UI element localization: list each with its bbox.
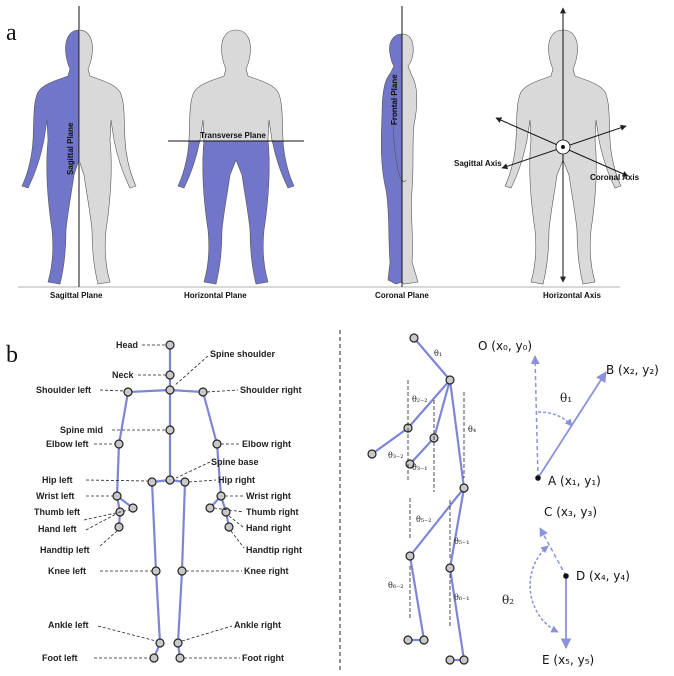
label-elbow-right: Elbow right — [242, 439, 291, 449]
label-hip-right: Hip right — [218, 475, 255, 485]
label-point-B: B (x₂, y₂) — [606, 363, 659, 377]
label-head: Head — [116, 340, 138, 350]
body-front-sagittal — [21, 6, 137, 287]
label-sagittal-plane-vertical: Sagittal Plane — [66, 122, 75, 175]
label-foot-right: Foot right — [242, 653, 284, 663]
theta-3-1-label: θ₃₋₁ — [412, 463, 427, 472]
label-handtip-left: Handtip left — [40, 545, 90, 555]
body-axes — [495, 7, 629, 285]
label-hand-right: Hand right — [246, 523, 291, 533]
label-hip-left: Hip left — [42, 475, 73, 485]
theta-1-label: θ₁ — [434, 349, 442, 358]
stick-reference-lines — [407, 380, 465, 628]
label-spine-mid: Spine mid — [60, 425, 103, 435]
label-shoulder-right: Shoulder right — [240, 385, 302, 395]
label-foot-left: Foot left — [42, 653, 78, 663]
label-spine-base: Spine base — [211, 457, 259, 467]
label-theta-2-vector: θ₂ — [502, 593, 514, 607]
label-point-E: E (x₅, y₅) — [542, 653, 594, 667]
vector-diagram-2 — [529, 527, 572, 650]
body-side-frontal — [380, 6, 419, 287]
label-handtip-right: Handtip right — [246, 545, 302, 555]
label-point-D: D (x₄, y₄) — [576, 569, 630, 583]
theta-6-1-label: θ₆₋₁ — [454, 593, 469, 602]
caption-horizontal-plane: Horizontal Plane — [184, 291, 247, 300]
label-elbow-left: Elbow left — [46, 439, 89, 449]
panel-label-b: b — [6, 342, 18, 368]
label-sagittal-axis: Sagittal Axis — [454, 159, 502, 168]
label-knee-left: Knee left — [48, 566, 86, 576]
theta-3-2-label: θ₃₋₂ — [388, 451, 403, 460]
label-point-C: C (x₃, y₃) — [544, 505, 597, 519]
label-transverse-plane: Transverse Plane — [200, 131, 266, 140]
label-wrist-left: Wrist left — [36, 491, 74, 501]
label-shoulder-left: Shoulder left — [36, 385, 91, 395]
label-wrist-right: Wrist right — [246, 491, 291, 501]
theta-6-2-label: θ₆₋₂ — [388, 581, 403, 590]
label-ankle-left: Ankle left — [48, 620, 89, 630]
label-ankle-right: Ankle right — [234, 620, 281, 630]
label-hand-left: Hand left — [38, 524, 77, 534]
label-thumb-left: Thumb left — [34, 507, 80, 517]
label-frontal-plane: Frontal Plane — [390, 74, 399, 125]
label-spine-shoulder: Spine shoulder — [210, 349, 276, 359]
label-theta-1-vector: θ₁ — [560, 391, 572, 405]
panel-label-a: a — [6, 20, 17, 46]
theta-5-1-label: θ₅₋₁ — [454, 537, 469, 546]
theta-4-label: θ₄ — [468, 425, 476, 434]
theta-5-2-label: θ₅₋₂ — [416, 515, 431, 524]
label-thumb-right: Thumb right — [246, 507, 299, 517]
stick-joints — [367, 333, 469, 665]
leader-lines — [83, 344, 245, 659]
label-coronal-axis: Coronal Axis — [590, 173, 640, 182]
body-front-horizontal — [168, 29, 304, 285]
label-point-O: O (x₀, y₀) — [478, 339, 532, 353]
label-knee-right: Knee right — [244, 566, 289, 576]
label-neck: Neck — [112, 370, 135, 380]
theta-2-2-label: θ₂₋₂ — [412, 395, 427, 404]
caption-sagittal-plane: Sagittal Plane — [50, 291, 103, 300]
caption-horizontal-axis: Horizontal Axis — [543, 291, 601, 300]
caption-coronal-plane: Coronal Plane — [375, 291, 429, 300]
vector-diagram-1 — [530, 355, 607, 481]
label-point-A: A (x₁, y₁) — [548, 474, 601, 488]
skeleton-joints — [112, 340, 234, 663]
